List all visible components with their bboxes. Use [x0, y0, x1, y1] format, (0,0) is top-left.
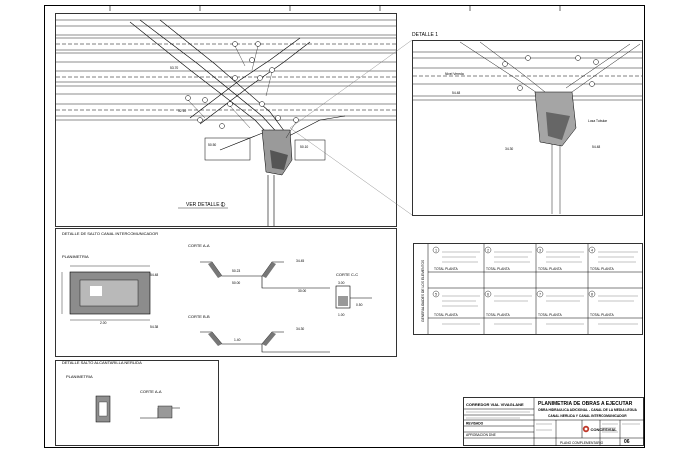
title-block: CORREDOR VIAL VIVAGLANE REVISADO APROBAC… [463, 397, 644, 446]
note-num-6: 6 [487, 292, 489, 296]
svg-text:34.30: 34.30 [505, 147, 513, 151]
svg-text:50.50: 50.50 [208, 143, 216, 147]
dim-d11: 1.00 [338, 313, 345, 317]
alcantarilla-planimetria: PLANIMETRIA [66, 374, 93, 379]
note-num-1: 1 [435, 248, 437, 252]
note-num-8: 8 [591, 292, 593, 296]
company-name: CONCESVIAL [591, 427, 618, 432]
total-label-7: TOTAL PLANTA [538, 313, 562, 317]
main-title: PLANIMETRIA DE OBRAS A EJECUTAR [538, 401, 633, 407]
sheet-number: 06 [624, 439, 630, 445]
total-label-8: TOTAL PLANTA [590, 313, 614, 317]
dim-d5: 3.00 [338, 281, 345, 285]
dim-d10: 0.50 [356, 303, 363, 307]
salto-canal-detail: DETALLE DE SALTO CANAL INTERCOMUNICADOR … [55, 228, 397, 357]
section-revisado: REVISADO [466, 422, 484, 426]
total-label-5: TOTAL PLANTA [434, 313, 458, 317]
dim-d8: 2.00 [100, 321, 107, 325]
corte-bb-label: CORTE B-B [188, 314, 210, 319]
svg-text:54.48: 54.48 [452, 91, 460, 95]
dim-d6: 50.23 [232, 269, 240, 273]
dim-d3: 34.45 [296, 259, 304, 263]
detail-1-title: DETALLE 1 [412, 32, 438, 38]
notes-table: GENERALIDADES DE LOS ELEMENTOS [413, 243, 643, 335]
alcantarilla-title: DETALLE SALTO ALCANTARILLA NERLIDA [62, 360, 142, 365]
svg-text:53.70: 53.70 [170, 66, 178, 70]
section-aprobacion: APROBACION DNE [466, 433, 497, 437]
detail-1-view: DETALLE 1 Nivel Vereda 54.48 [412, 32, 643, 216]
subtitle-1: OBRA HIDRAULICA ADICIONAL - CANAL DE LA … [538, 408, 638, 412]
note-num-5: 5 [435, 292, 437, 296]
dim-d12: 30.00 [298, 289, 306, 293]
dim-d7: 50.00 [232, 281, 240, 285]
total-label-2: TOTAL PLANTA [486, 267, 510, 271]
sheet-border [44, 5, 645, 448]
detail-leader-lines [289, 39, 413, 216]
corte-aa-label: CORTE A-A [188, 243, 210, 248]
svg-text:50.10: 50.10 [300, 145, 308, 149]
svg-text:Losa Tubular: Losa Tubular [588, 119, 608, 123]
plan-type: PLANO COMPLEMENTARIO [560, 441, 604, 445]
planimetria-label: PLANIMETRIA [62, 254, 89, 259]
main-plan-view: 53.70 52.10 50.50 50.10 VER DETALLE 1 [55, 13, 397, 227]
dim-d1: 54.48 [150, 273, 158, 277]
dim-d4: 34.30 [296, 327, 304, 331]
note-num-2: 2 [487, 248, 489, 252]
salto-title: DETALLE DE SALTO CANAL INTERCOMUNICADOR [62, 231, 158, 236]
note-num-7: 7 [539, 292, 541, 296]
total-label-1: TOTAL PLANTA [434, 267, 458, 271]
company-logo [582, 425, 590, 433]
note-num-4: 4 [591, 248, 593, 252]
corte-cc-label: CORTE C-C [336, 272, 358, 277]
svg-text:52.10: 52.10 [178, 109, 186, 113]
svg-text:54.48: 54.48 [592, 145, 600, 149]
ver-detalle-label: VER DETALLE 1 [186, 202, 224, 208]
svg-text:Nivel Vereda: Nivel Vereda [445, 72, 464, 76]
dim-d2: 54.38 [150, 325, 158, 329]
notes-side-label: GENERALIDADES DE LOS ELEMENTOS [421, 259, 425, 322]
note-num-3: 3 [539, 248, 541, 252]
project-name: CORREDOR VIAL VIVAGLANE [466, 402, 524, 407]
total-label-4: TOTAL PLANTA [590, 267, 614, 271]
alcantarilla-detail: DETALLE SALTO ALCANTARILLA NERLIDA PLANI… [55, 360, 219, 446]
alcantarilla-corte-aa: CORTE A-A [140, 389, 162, 394]
main-structure [204, 129, 326, 176]
dim-d9: 1.40 [234, 338, 241, 342]
total-label-3: TOTAL PLANTA [538, 267, 562, 271]
subtitle-2: CANAL NERLIDA Y CANAL INTERCOMUNICADOR [548, 414, 627, 418]
total-label-6: TOTAL PLANTA [486, 313, 510, 317]
border-ticks [109, 5, 561, 11]
